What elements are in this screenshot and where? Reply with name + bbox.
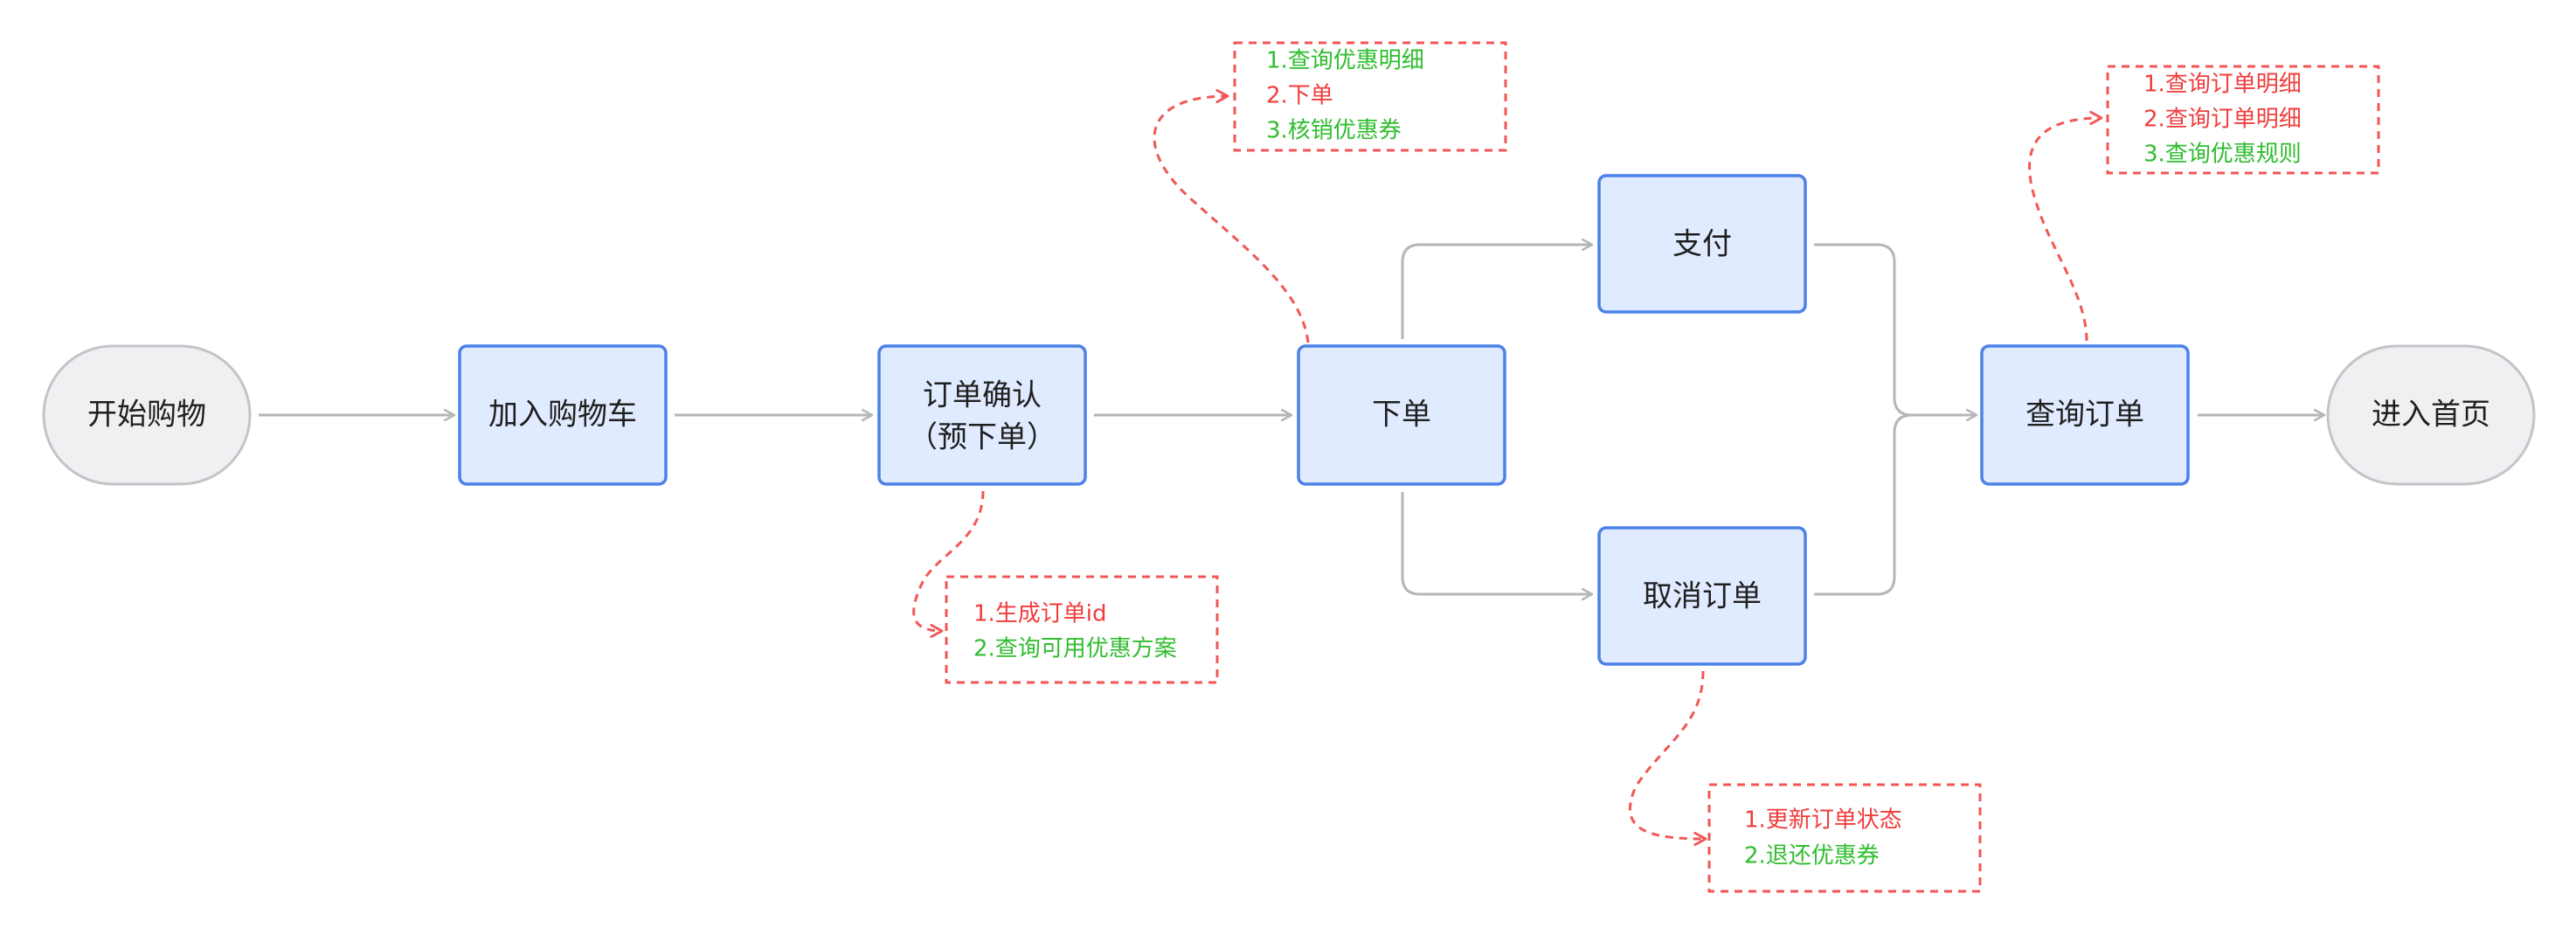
node-start: 开始购物 <box>42 344 252 486</box>
note-query-line-1: 1.查询订单明细 <box>2143 72 2302 98</box>
note-query: 1.查询订单明细 2.查询订单明细 3.查询优惠规则 <box>2106 65 2380 175</box>
note-query-line-3: 3.查询优惠规则 <box>2143 142 2302 168</box>
note-cancel-line-1: 1.更新订单状态 <box>1744 807 1902 834</box>
note-place-line-1: 1.查询优惠明细 <box>1266 48 1424 74</box>
edge-pay-to-query <box>1814 243 1977 415</box>
note-query-line-2: 2.查询订单明细 <box>2143 107 2302 133</box>
node-home-shape <box>2326 344 2536 486</box>
connector-place-note <box>1153 96 1310 343</box>
node-confirm: 订单确认 （预下单） <box>877 344 1087 486</box>
connector-cancel-note <box>1629 670 1706 839</box>
edge-place-to-cancel <box>1401 492 1592 594</box>
flow-edges <box>259 245 2324 594</box>
node-home-label: 进入首页 <box>2372 398 2490 433</box>
node-pay-label: 支付 <box>1672 227 1732 262</box>
node-query-shape <box>1980 344 2190 486</box>
node-pay: 支付 <box>1597 174 1807 314</box>
edge-place-to-pay <box>1401 245 1592 339</box>
node-place-shape <box>1297 344 1506 486</box>
connector-confirm-note <box>912 490 985 631</box>
node-place-label: 下单 <box>1372 398 1431 433</box>
node-query-label: 查询订单 <box>2025 398 2144 433</box>
note-cancel: 1.更新订单状态 2.退还优惠券 <box>1707 783 1982 893</box>
node-cancel: 取消订单 <box>1597 526 1807 666</box>
note-connectors <box>912 96 2102 839</box>
node-start-label: 开始购物 <box>87 398 206 433</box>
note-cancel-box <box>1707 783 1982 893</box>
node-pay-shape <box>1597 174 1807 314</box>
edge-cancel-to-query <box>1814 413 1913 596</box>
note-place-box <box>1233 41 1507 152</box>
node-cart-shape <box>458 344 668 486</box>
node-cart-label: 加入购物车 <box>488 398 637 433</box>
note-cancel-line-2: 2.退还优惠券 <box>1744 843 1880 869</box>
node-home: 进入首页 <box>2326 344 2536 486</box>
note-confirm-line-1: 1.生成订单id <box>973 601 1107 627</box>
connector-query-note <box>2028 118 2102 342</box>
node-cart: 加入购物车 <box>458 344 668 486</box>
node-cancel-label: 取消订单 <box>1643 579 1762 614</box>
note-confirm: 1.生成订单id 2.查询可用优惠方案 <box>945 575 1219 684</box>
node-confirm-label-line1: 订单确认 <box>923 378 1042 413</box>
note-confirm-line-2: 2.查询可用优惠方案 <box>973 636 1177 662</box>
note-query-box <box>2106 65 2380 175</box>
node-cancel-shape <box>1597 526 1807 666</box>
node-confirm-shape <box>877 344 1087 486</box>
note-place-line-2: 2.下单 <box>1266 83 1333 109</box>
note-confirm-box <box>945 575 1219 684</box>
node-start-shape <box>42 344 252 486</box>
note-place: 1.查询优惠明细 2.下单 3.核销优惠券 <box>1233 41 1507 152</box>
node-confirm-label-line2: （预下单） <box>908 420 1056 455</box>
node-place: 下单 <box>1297 344 1506 486</box>
note-place-line-3: 3.核销优惠券 <box>1266 118 1402 144</box>
node-query: 查询订单 <box>1980 344 2190 486</box>
